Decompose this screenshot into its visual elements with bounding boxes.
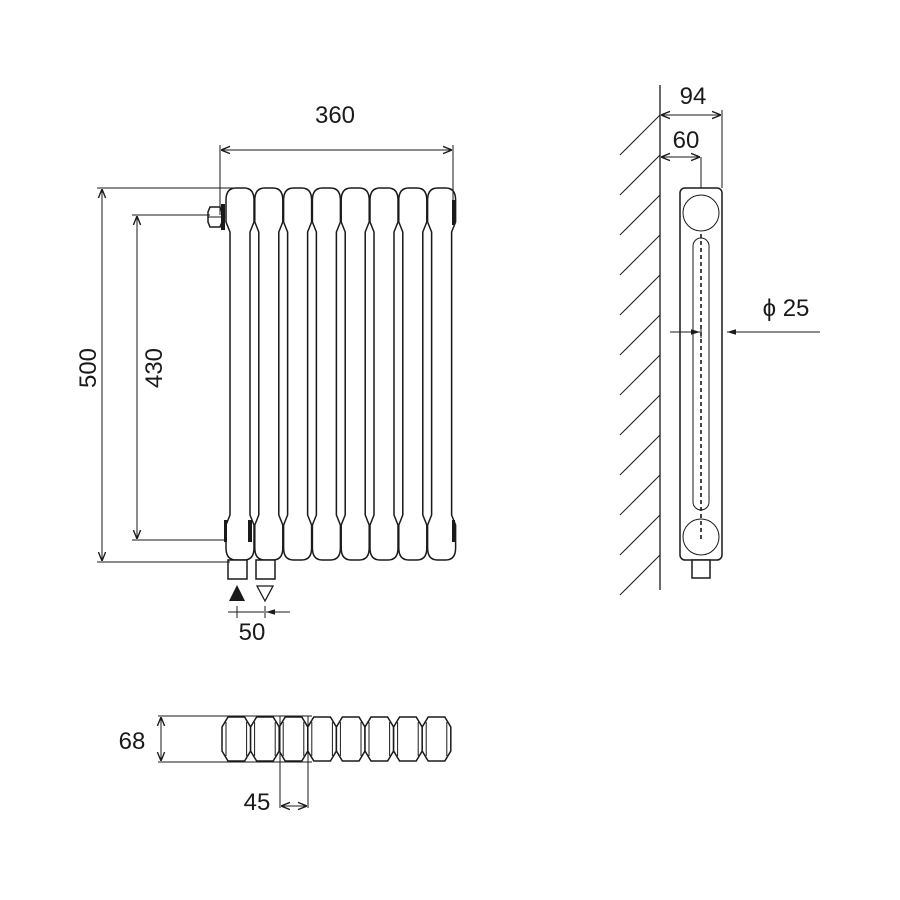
hatch-line bbox=[619, 154, 661, 196]
hatch-line bbox=[619, 314, 661, 356]
hatch-line bbox=[619, 514, 661, 556]
dimension-depth: 94 bbox=[661, 83, 723, 188]
hatch-line bbox=[619, 194, 661, 236]
top-column bbox=[278, 716, 309, 762]
side-view: 94 60 ϕ 25 bbox=[619, 83, 820, 596]
top-view: 68 45 bbox=[119, 715, 452, 816]
top-column bbox=[421, 716, 452, 762]
inlet-pipe bbox=[227, 559, 248, 580]
connection-spacing-label: 50 bbox=[239, 619, 266, 646]
dimension-width: 360 bbox=[219, 102, 454, 215]
front-view: 360 500 430 50 bbox=[75, 102, 457, 646]
wall-hatching bbox=[619, 114, 661, 596]
radiator-column bbox=[398, 187, 428, 561]
hatch-line bbox=[619, 274, 661, 316]
radiator-column bbox=[225, 187, 255, 561]
hatch-line bbox=[619, 234, 661, 276]
top-column bbox=[364, 716, 395, 762]
dimension-pipe-diameter: ϕ 25 bbox=[670, 295, 820, 338]
dimension-wall-to-centre: 60 bbox=[661, 127, 702, 188]
hatch-line bbox=[619, 434, 661, 476]
pipe-centres-label: 430 bbox=[141, 348, 168, 388]
hatch-line bbox=[619, 114, 661, 156]
dimension-connection-spacing: 50 bbox=[228, 606, 290, 646]
column-pitch-label: 45 bbox=[244, 789, 271, 816]
hatch-line bbox=[619, 354, 661, 396]
pipe-diameter-label: ϕ 25 bbox=[763, 295, 810, 322]
hatch-line bbox=[619, 474, 661, 516]
hatch-line bbox=[619, 554, 661, 596]
radiator-column bbox=[311, 187, 342, 561]
radiator-column bbox=[426, 187, 457, 561]
top-column bbox=[335, 716, 366, 762]
top-columns bbox=[221, 716, 452, 762]
top-column bbox=[249, 716, 280, 762]
radiator-column bbox=[369, 187, 399, 561]
bleed-valve bbox=[207, 204, 225, 230]
top-column bbox=[307, 716, 338, 762]
radiator-column bbox=[340, 187, 370, 561]
top-column bbox=[221, 716, 252, 762]
hatch-line bbox=[619, 394, 661, 436]
radiator-column bbox=[254, 187, 284, 561]
wall-to-centre-label: 60 bbox=[673, 127, 700, 154]
outlet-pipe bbox=[255, 559, 276, 580]
depth-label: 94 bbox=[680, 83, 707, 110]
flow-out-triangle-icon bbox=[255, 585, 275, 603]
dimension-pipe-centres: 430 bbox=[132, 214, 224, 541]
top-depth-label: 68 bbox=[119, 728, 146, 755]
front-columns bbox=[225, 187, 457, 561]
dimension-height: 500 bbox=[75, 187, 236, 563]
top-column bbox=[392, 716, 423, 762]
flow-in-triangle-icon bbox=[229, 585, 245, 601]
width-label: 360 bbox=[315, 102, 355, 129]
radiator-column bbox=[282, 187, 313, 561]
height-label: 500 bbox=[75, 348, 102, 388]
